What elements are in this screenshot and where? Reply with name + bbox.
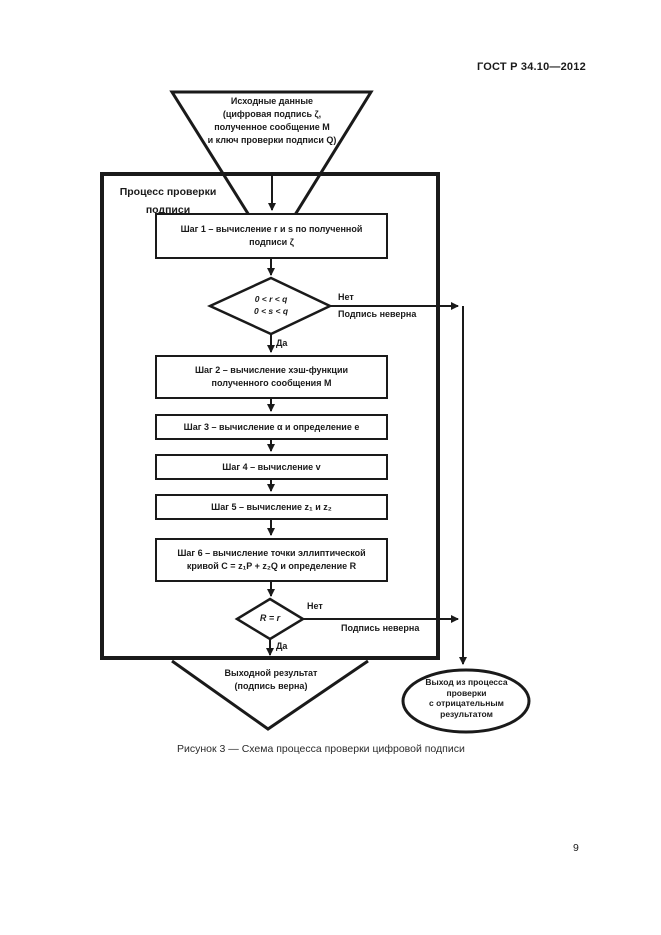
decision1-line-1: 0 < r < q	[254, 294, 288, 304]
input-line-3: полученное сообщение M	[214, 122, 330, 132]
decision1-no-label: Нет	[338, 292, 354, 302]
input-line-1: Исходные данные	[230, 96, 314, 106]
process-title-line-2: подписи	[145, 204, 191, 216]
output-result-label: Выходной результат (подпись верна)	[171, 667, 371, 693]
exit-ellipse-shape	[401, 668, 531, 734]
step6-line-2: кривой C = z₁P + z₂Q и определение R	[186, 561, 357, 571]
process-box-outline	[100, 172, 440, 660]
exit-line-2: проверки	[446, 687, 487, 698]
decision2-no-label: Нет	[307, 601, 323, 611]
page-number: 9	[573, 842, 579, 854]
decision1-invalid-label: Подпись неверна	[338, 309, 417, 319]
input-line-2: (цифровая подпись ζ,	[222, 109, 322, 119]
step2-box: Шаг 2 – вычисление хэш-функции полученно…	[155, 355, 388, 399]
step5-box: Шаг 5 – вычисление z₁ и z₂	[155, 494, 388, 520]
step6-box: Шаг 6 – вычисление точки эллиптической к…	[155, 538, 388, 582]
decision1-yes-label: Да	[276, 338, 288, 348]
decision2-yes-label: Да	[276, 641, 288, 651]
process-box-title: Процесс проверки подписи	[103, 183, 233, 219]
step4-box: Шаг 4 – вычисление v	[155, 454, 388, 480]
input-line-4: и ключ проверки подписи Q)	[207, 135, 337, 145]
step6-line-1: Шаг 6 – вычисление точки эллиптической	[177, 548, 366, 558]
output-line-2: (подпись верна)	[234, 681, 308, 691]
output-triangle-shape	[171, 659, 369, 731]
exit-line-3: с отрицательным	[429, 698, 504, 708]
step1-box: Шаг 1 – вычисление r и s по полученной п…	[155, 213, 388, 259]
step4-line-1: Шаг 4 – вычисление v	[222, 461, 321, 472]
negative-exit-label: Выход из процесса проверки с отрицательн…	[404, 677, 529, 719]
step5-line-1: Шаг 5 – вычисление z₁ и z₂	[211, 501, 332, 512]
standard-number-header: ГОСТ Р 34.10—2012	[477, 61, 586, 73]
decision1-line-2: 0 < s < q	[253, 306, 289, 316]
step1-line-2: подписи ζ	[249, 237, 294, 247]
output-line-1: Выходной результат	[224, 668, 318, 678]
decision2-invalid-label: Подпись неверна	[341, 623, 420, 633]
exit-line-4: результатом	[440, 708, 493, 719]
figure-caption: Рисунок 3 — Схема процесса проверки цифр…	[177, 743, 465, 755]
step2-line-1: Шаг 2 – вычисление хэш-функции	[194, 365, 349, 375]
step3-box: Шаг 3 – вычисление α и определение е	[155, 414, 388, 440]
decision1-condition: 0 < r < q 0 < s < q	[210, 293, 332, 317]
step2-line-2: полученного сообщения M	[211, 378, 332, 388]
process-title-line-1: Процесс проверки	[119, 186, 217, 198]
input-data-label: Исходные данные (цифровая подпись ζ, пол…	[172, 95, 372, 147]
exit-line-1: Выход из процесса	[425, 677, 508, 687]
decision2-condition: R = r	[259, 613, 281, 623]
step3-line-1: Шаг 3 – вычисление α и определение е	[183, 421, 360, 432]
step1-line-1: Шаг 1 – вычисление r и s по полученной	[180, 224, 363, 234]
